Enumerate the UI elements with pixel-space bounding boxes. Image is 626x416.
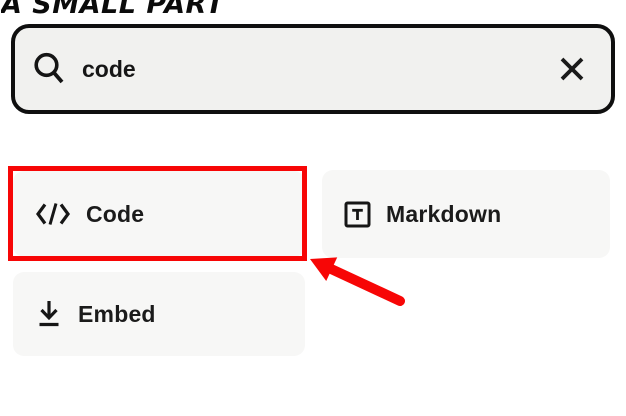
download-icon bbox=[39, 300, 59, 326]
clipped-page-heading: A SMALL PART bbox=[1, 0, 257, 14]
close-icon bbox=[560, 57, 584, 81]
code-icon bbox=[36, 203, 70, 225]
search-input[interactable] bbox=[80, 54, 557, 84]
clear-search-button[interactable] bbox=[557, 54, 587, 84]
page-heading-text: A SMALL PART bbox=[1, 0, 225, 14]
menu-item-label: Code bbox=[86, 200, 145, 227]
menu-item-markdown[interactable]: Markdown bbox=[322, 170, 610, 258]
search-icon bbox=[34, 52, 64, 84]
annotation-arrow-icon bbox=[310, 257, 405, 306]
markdown-icon bbox=[344, 201, 371, 227]
menu-item-embed[interactable]: Embed bbox=[13, 272, 305, 356]
menu-item-code[interactable]: Code bbox=[13, 171, 305, 257]
menu-item-label: Embed bbox=[78, 300, 156, 327]
search-box bbox=[11, 24, 615, 114]
menu-item-label: Markdown bbox=[386, 200, 502, 227]
